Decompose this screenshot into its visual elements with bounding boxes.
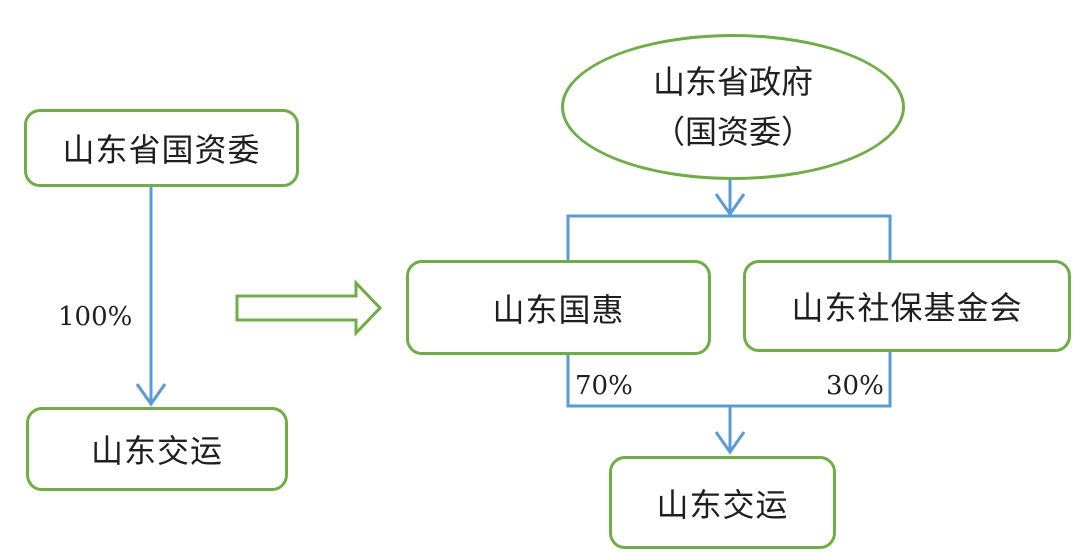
bottom-arrowhead [714, 431, 746, 455]
left-child-box: 山东交运 [26, 407, 288, 491]
top-ellipse-line1: 山东省政府 [652, 63, 813, 101]
mid-left-box: 山东国惠 [406, 260, 711, 355]
pct-left-label: 70% [575, 371, 633, 401]
mid-left-label: 山东国惠 [492, 290, 625, 329]
top-ellipse: 山东省政府 （国资委） [561, 34, 905, 180]
left-parent-box: 山东省国资委 [24, 109, 299, 187]
left-child-label: 山东交运 [90, 432, 223, 470]
left-arrowhead [135, 383, 167, 407]
right-child-box: 山东交运 [609, 456, 836, 549]
top-arrowhead [714, 193, 746, 217]
branch-connector [566, 214, 892, 262]
top-ellipse-line2: （国资委） [652, 113, 813, 151]
mid-right-label: 山东社保基金会 [791, 289, 1023, 327]
left-percent-label: 100% [58, 302, 133, 332]
left-parent-label: 山东省国资委 [62, 131, 261, 169]
right-child-label: 山东交运 [656, 485, 789, 524]
mid-right-box: 山东社保基金会 [743, 260, 1071, 352]
transition-arrow-icon [235, 279, 383, 337]
pct-right-label: 30% [826, 371, 884, 401]
